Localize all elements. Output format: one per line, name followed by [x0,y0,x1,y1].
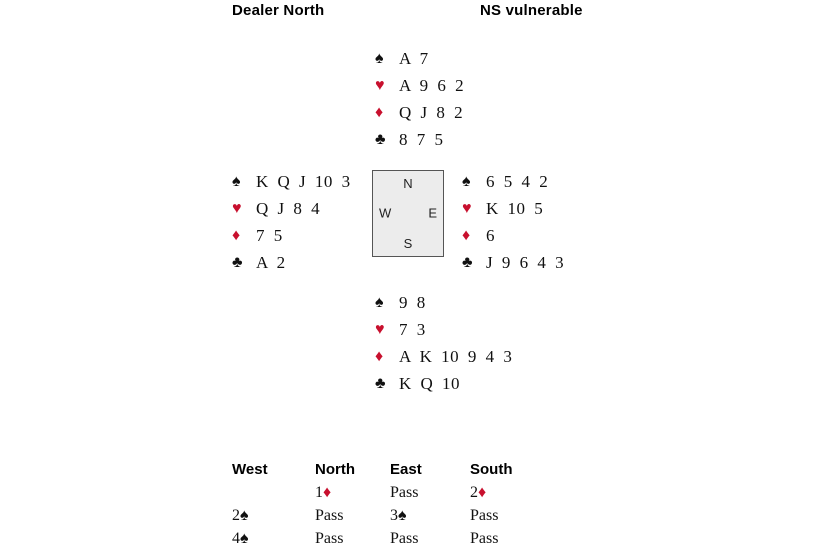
heart-icon: ♥ [462,199,472,217]
west-diamonds-line: ♦ 7 5 [232,222,351,249]
east-hand: ♠ 6 5 4 2 ♥ K 10 5 ♦ 6 ♣ J 9 6 4 3 [462,168,564,276]
south-clubs-line: ♣ K Q 10 [375,370,512,397]
south-diamonds-cards: A K 10 9 4 3 [399,346,513,366]
auction-bid-r2-west: 2♠ [232,506,249,524]
auction-bid-r2-south: Pass [470,506,499,524]
auction-header-north: North [315,461,355,478]
auction-bid-r1-east: Pass [390,483,419,501]
club-icon: ♣ [375,374,386,392]
club-icon: ♣ [375,130,386,148]
auction-bid-r1-south: 2♦ [470,483,487,501]
spade-icon: ♠ [232,172,241,190]
west-clubs-cards: A 2 [256,252,286,272]
diamond-icon: ♦ [462,226,471,244]
spade-icon: ♠ [375,293,384,311]
north-hearts-line: ♥ A 9 6 2 [375,72,464,99]
west-spades-line: ♠ K Q J 10 3 [232,168,351,195]
heart-icon: ♥ [232,199,242,217]
auction-header-south: South [470,461,513,478]
compass-south-label: S [403,236,413,251]
club-icon: ♣ [462,253,473,271]
auction-table: West North East South 1♦ Pass 2♦ 2♠ Pass… [232,458,550,550]
east-diamonds-cards: 6 [486,225,495,245]
north-spades-line: ♠ A 7 [375,45,464,72]
auction-header-west: West [232,461,268,478]
auction-bid-r1-north: 1♦ [315,483,332,501]
east-hearts-line: ♥ K 10 5 [462,195,564,222]
diamond-icon: ♦ [375,347,384,365]
north-diamonds-line: ♦ Q J 8 2 [375,99,464,126]
west-hearts-cards: Q J 8 4 [256,198,321,218]
south-clubs-cards: K Q 10 [399,373,461,393]
east-clubs-line: ♣ J 9 6 4 3 [462,249,564,276]
diamond-icon: ♦ [375,103,384,121]
spade-icon: ♠ [462,172,471,190]
north-clubs-cards: 8 7 5 [399,129,444,149]
auction-header-east: East [390,461,422,478]
west-clubs-line: ♣ A 2 [232,249,351,276]
auction-bid-r3-west: 4♠ [232,529,249,547]
diamond-icon: ♦ [232,226,241,244]
north-hand: ♠ A 7 ♥ A 9 6 2 ♦ Q J 8 2 ♣ 8 7 5 [375,45,464,153]
auction-bid-r3-north: Pass [315,529,344,547]
dealer-label: Dealer North [232,2,325,19]
compass-west-label: W [379,204,392,220]
west-spades-cards: K Q J 10 3 [256,171,351,191]
east-spades-line: ♠ 6 5 4 2 [462,168,564,195]
auction-bid-r2-east: 3♠ [390,506,407,524]
heart-icon: ♥ [375,76,385,94]
south-diamonds-line: ♦ A K 10 9 4 3 [375,343,512,370]
east-diamonds-line: ♦ 6 [462,222,564,249]
south-spades-line: ♠ 9 8 [375,289,512,316]
west-hand: ♠ K Q J 10 3 ♥ Q J 8 4 ♦ 7 5 ♣ A 2 [232,168,351,276]
east-hearts-cards: K 10 5 [486,198,544,218]
south-hand: ♠ 9 8 ♥ 7 3 ♦ A K 10 9 4 3 ♣ K Q 10 [375,289,512,397]
south-hearts-cards: 7 3 [399,319,426,339]
north-diamonds-cards: Q J 8 2 [399,102,464,122]
north-spades-cards: A 7 [399,48,429,68]
north-clubs-line: ♣ 8 7 5 [375,126,464,153]
south-spades-cards: 9 8 [399,292,426,312]
heart-icon: ♥ [375,320,385,338]
west-diamonds-cards: 7 5 [256,225,283,245]
auction-bid-r3-south: Pass [470,529,499,547]
compass-east-label: E [428,204,437,220]
club-icon: ♣ [232,253,243,271]
south-hearts-line: ♥ 7 3 [375,316,512,343]
east-clubs-cards: J 9 6 4 3 [486,252,565,272]
west-hearts-line: ♥ Q J 8 4 [232,195,351,222]
auction-bid-r2-north: Pass [315,506,344,524]
spade-icon: ♠ [375,49,384,67]
north-hearts-cards: A 9 6 2 [399,75,465,95]
vulnerability-label: NS vulnerable [480,2,583,19]
compass-north-label: N [403,176,413,191]
compass-box: N W E S [372,170,444,257]
auction-bid-r3-east: Pass [390,529,419,547]
east-spades-cards: 6 5 4 2 [486,171,549,191]
